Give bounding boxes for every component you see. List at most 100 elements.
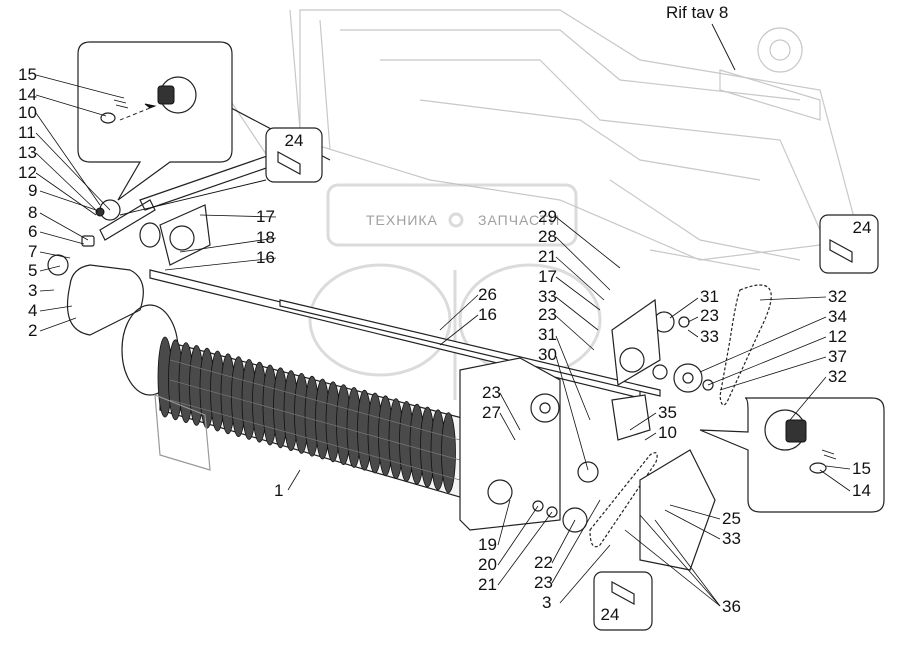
- part-label-8: 8: [28, 203, 37, 222]
- part-label-16-mid: 16: [478, 305, 497, 324]
- leader-line: [39, 305, 73, 312]
- leader-line: [439, 294, 479, 331]
- callout-24-top-left: 24: [119, 127, 323, 216]
- reference-label: Rif tav 8: [666, 3, 728, 22]
- leader-line: [699, 316, 827, 373]
- part-label-21-mid: 21: [538, 247, 557, 266]
- part-label-22: 22: [534, 553, 553, 572]
- left-drive-parts: [47, 154, 276, 471]
- frame-ghost-outline: [229, 9, 861, 271]
- leader-line: [629, 412, 657, 431]
- drum-tine-disc: [441, 412, 456, 494]
- part-label-35: 35: [658, 403, 677, 422]
- leader-line: [644, 432, 657, 441]
- leader-line: [654, 519, 721, 607]
- part-label-3-bottom: 3: [542, 593, 551, 612]
- part-label-18: 18: [256, 228, 275, 247]
- pickup-drum: [121, 304, 471, 501]
- leader-line: [179, 237, 277, 253]
- part-labels: 15 14 10 11 13 12 9 8 6 7 5 3 4 2 17 18 …: [18, 65, 871, 616]
- part-label-26: 26: [478, 285, 497, 304]
- part-label-28: 28: [538, 227, 557, 246]
- part-label-12-right: 12: [828, 327, 847, 346]
- leader-line: [669, 297, 699, 319]
- right-sprockets: [611, 298, 714, 393]
- part-label-32-bottom: 32: [828, 367, 847, 386]
- callout-24-bottom: 24: [593, 571, 653, 631]
- inset-detail-right: [699, 397, 885, 513]
- leader-line: [555, 296, 599, 331]
- part-label-14-top: 14: [18, 85, 37, 104]
- leader-line: [551, 499, 601, 584]
- part-label-17-left: 17: [256, 207, 275, 226]
- leader-line: [35, 152, 99, 213]
- leader-line: [555, 335, 591, 421]
- part-label-33-bottom: 33: [722, 529, 741, 548]
- leader-line: [624, 529, 721, 607]
- part-label-33-mid: 33: [538, 287, 557, 306]
- part-label-31-right: 31: [700, 287, 719, 306]
- leader-line: [164, 257, 277, 271]
- leader-line: [687, 329, 699, 338]
- part-label-32-top: 32: [828, 287, 847, 306]
- leader-lines: [35, 74, 851, 607]
- svg-text:24: 24: [601, 605, 620, 624]
- leader-line: [499, 412, 516, 441]
- leader-line: [35, 132, 111, 211]
- leader-line: [719, 356, 827, 391]
- leader-line: [551, 519, 576, 564]
- part-label-15-top: 15: [18, 65, 37, 84]
- leader-line: [559, 544, 611, 604]
- part-label-10-top: 10: [18, 103, 37, 122]
- part-label-15-right: 15: [852, 459, 871, 478]
- part-label-30: 30: [538, 345, 557, 364]
- leader-line: [39, 289, 55, 292]
- leader-line: [497, 505, 539, 566]
- part-label-16-left: 16: [256, 248, 275, 267]
- leader-line: [555, 236, 611, 291]
- leader-line: [639, 514, 721, 607]
- part-label-29: 29: [538, 207, 557, 226]
- part-label-23-right: 23: [700, 306, 719, 325]
- leader-line: [35, 94, 107, 117]
- part-label-33-right: 33: [700, 327, 719, 346]
- part-label-23-plate: 23: [482, 383, 501, 402]
- watermark-text-right: ЗАПЧАСТИ: [478, 212, 560, 228]
- leader-line: [39, 190, 97, 211]
- leader-line: [555, 256, 605, 301]
- part-label-27: 27: [482, 403, 501, 422]
- svg-text:24: 24: [285, 131, 304, 150]
- part-label-21-bottom: 21: [478, 575, 497, 594]
- part-label-19: 19: [478, 535, 497, 554]
- part-label-31-mid: 31: [538, 325, 557, 344]
- leader-line: [669, 504, 721, 520]
- svg-text:24: 24: [853, 218, 872, 237]
- part-label-7: 7: [28, 242, 37, 261]
- leader-line: [35, 172, 97, 216]
- leader-line: [39, 212, 89, 241]
- part-label-1: 1: [274, 481, 283, 500]
- leader-line: [35, 74, 113, 96]
- part-label-36: 36: [722, 597, 741, 616]
- leader-line: [199, 214, 277, 218]
- leader-line: [35, 112, 101, 206]
- part-label-11: 11: [18, 123, 36, 142]
- part-label-37: 37: [828, 347, 847, 366]
- part-label-17-mid: 17: [538, 267, 557, 286]
- part-label-2: 2: [28, 321, 37, 340]
- right-side-plate: [459, 357, 561, 531]
- part-label-23-bottom: 23: [534, 573, 553, 592]
- leader-line: [707, 336, 827, 386]
- part-label-34: 34: [828, 307, 847, 326]
- part-label-9: 9: [28, 181, 37, 200]
- leader-line: [555, 276, 601, 311]
- part-label-23-mid: 23: [538, 305, 557, 324]
- part-label-20: 20: [478, 555, 497, 574]
- bottom-chain-guard: [532, 394, 716, 571]
- part-label-12-left: 12: [18, 163, 37, 182]
- leader-line: [664, 509, 721, 540]
- leader-line: [687, 316, 699, 323]
- watermark-text-left: ТЕХНИКА: [366, 212, 438, 228]
